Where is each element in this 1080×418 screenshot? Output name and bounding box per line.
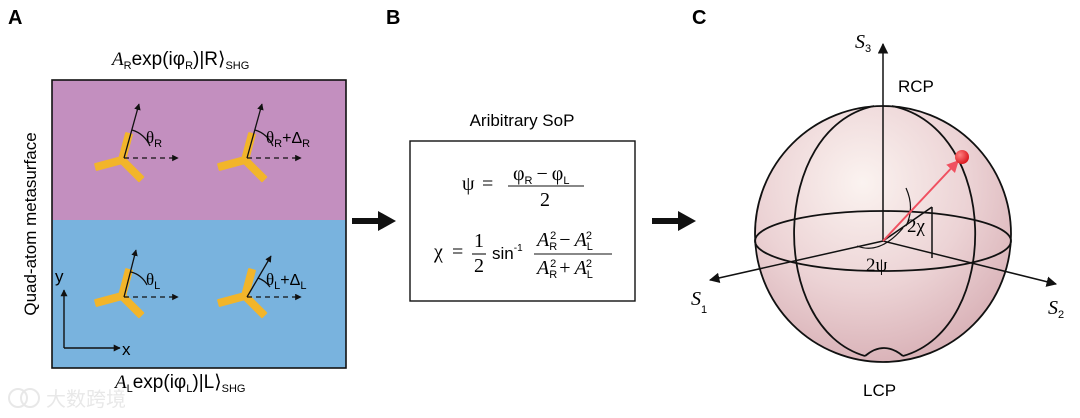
svg-text:φR−φL: φR−φL [513,163,569,187]
state-vector [882,160,959,242]
svg-text:1: 1 [474,230,484,252]
two-chi-label: 2χ [907,216,926,237]
panel-letter-b: B [386,7,400,29]
bottom-state-label: ALexp(iφL)|L⟩SHG [113,372,245,395]
angle-arrows-top [123,103,302,162]
s1-axis [708,240,884,284]
svg-text:=: = [482,173,493,195]
panel-letter-a: A [8,7,22,29]
theta-l-delta-label: θL+ΔL [266,270,306,292]
svg-text:AR2+AL2: AR2+AL2 [535,257,593,281]
equation-box [409,140,636,302]
s2-label: S2 [1048,297,1064,321]
watermark-logo-icon [8,388,28,408]
top-state-label: ARexp(iφR)|R⟩SHG [110,49,249,72]
svg-text:2: 2 [540,189,550,211]
arrow-b-to-c [652,211,696,231]
meridian-left [793,105,875,357]
theta-l-label: θL [146,270,160,292]
panel-letter-c: C [692,7,706,29]
state-point [955,150,969,164]
metasurface-top-region [52,80,346,220]
psi-equation: ψ = φR−φL 2 [462,163,584,211]
metasurface-bottom-region [52,220,346,368]
svg-text:sin-1: sin-1 [492,243,523,263]
angle-arrows-bottom [123,249,302,301]
rcp-label: RCP [898,77,934,96]
angle-arcs [856,187,912,249]
theta-r-delta-label: θR+ΔR [266,128,310,150]
svg-text:=: = [452,241,463,263]
svg-text:2: 2 [474,255,484,277]
south-cusp [864,347,904,357]
arrow-a-to-b [352,211,396,231]
meridian-right [891,105,977,357]
watermark-text: 大数跨境 [46,387,126,411]
lcp-label: LCP [863,381,896,400]
xy-axes [60,289,121,352]
metasurface-side-label: Quad-atom metasurface [21,132,40,315]
axis-y-label: y [55,267,64,286]
s2-axis [882,240,1058,287]
svg-text:ψ: ψ [462,173,475,195]
s3-label: S3 [855,31,871,55]
s1-label: S1 [691,288,707,316]
theta-r-label: θR [146,128,162,150]
svg-text:χ: χ [433,241,443,263]
watermark: 大数跨境 [8,387,126,411]
two-psi-label: 2ψ [866,255,888,276]
chi-equation: χ = 1 2 sin-1 AR2−AL2 AR2+AL2 [433,229,612,281]
svg-text:AR2−AL2: AR2−AL2 [535,229,593,253]
axis-x-label: x [122,340,131,359]
metasurface-frame [51,79,347,369]
sop-title: Aribitrary SoP [470,111,575,130]
